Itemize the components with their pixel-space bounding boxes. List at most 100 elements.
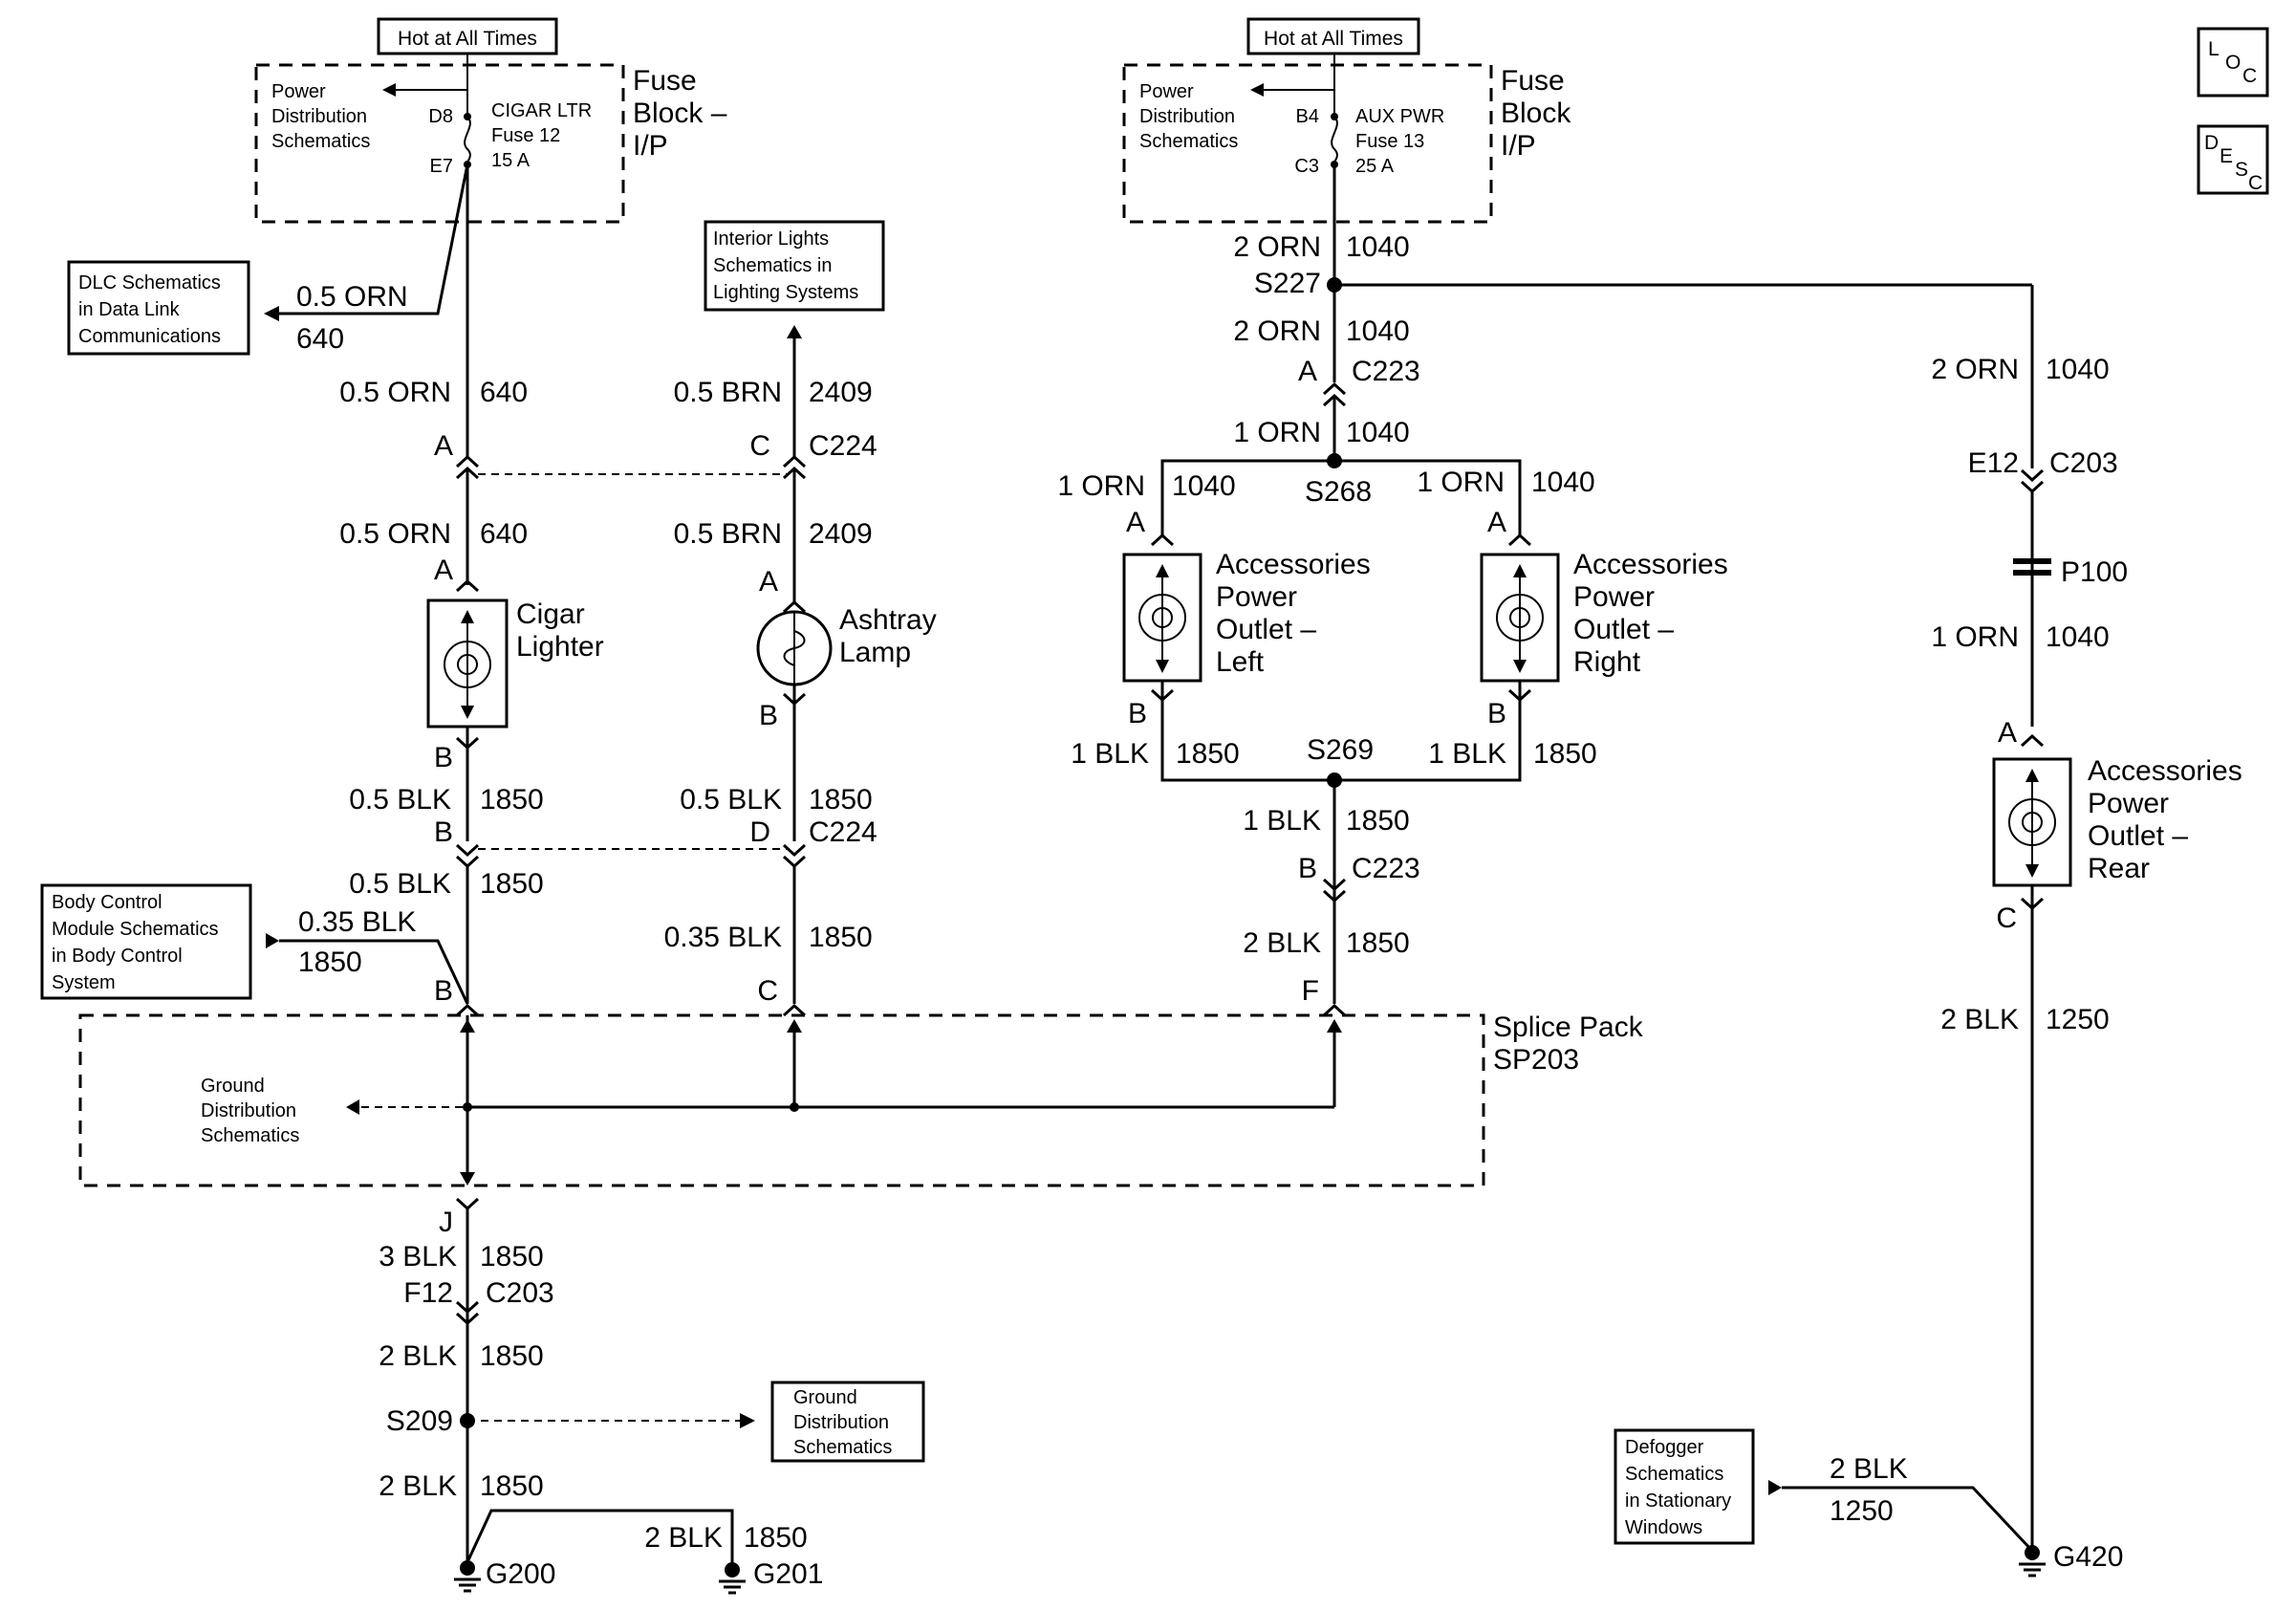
- outlet-rear-label-3: Outlet –: [2088, 820, 2188, 852]
- wire-1850-b-gauge: 0.5 BLK: [349, 868, 451, 900]
- wire-1040-b-circuit: 1040: [1346, 315, 1410, 347]
- right-power-dist-2: Distribution: [1139, 106, 1235, 127]
- defogger-ref-2: Schematics: [1625, 1464, 1723, 1485]
- wire-1850-c-gauge: 0.5 BLK: [680, 784, 782, 816]
- right-fuse-pin-bottom: C3: [1294, 156, 1319, 177]
- bcm-ref-4: System: [52, 972, 116, 993]
- left-hot-label: Hot at All Times: [398, 28, 537, 50]
- wire-1850-left-circuit: 1850: [1176, 738, 1240, 770]
- s209-ground-ref-3: Schematics: [793, 1437, 892, 1458]
- right-fuse-block-outline: [1122, 63, 1493, 224]
- left-fuse-block: Hot at All Times Fuse Block – I/P Power …: [254, 17, 727, 224]
- outlet-left-label-4: Left: [1216, 646, 1265, 678]
- g200-label: G200: [486, 1558, 555, 1590]
- outlet-right-label-1: Accessories: [1573, 549, 1728, 580]
- right-power-dist-1: Power: [1139, 81, 1194, 102]
- c224-pin-c: C: [749, 430, 770, 462]
- wire-1850-left-gauge: 1 BLK: [1071, 738, 1149, 770]
- left-fuse-block-label-2: Block –: [633, 98, 727, 129]
- loc-letter-l: L: [2208, 38, 2220, 60]
- outlet-rear-label-1: Accessories: [2088, 755, 2242, 787]
- dlc-wire-circuit: 640: [296, 323, 344, 355]
- interior-ref-2: Schematics in: [713, 255, 833, 276]
- wire-1850-i-circuit: 1850: [1346, 805, 1410, 837]
- right-power-arrow-icon: [1250, 83, 1264, 97]
- wire-1040-a-circuit: 1040: [1346, 231, 1410, 263]
- loc-letter-o: O: [2225, 52, 2241, 74]
- loc-button[interactable]: L O C: [2197, 27, 2269, 98]
- rear-outlet-pin-a: A: [1998, 717, 2017, 749]
- wire-1850-j-gauge: 2 BLK: [1243, 927, 1321, 959]
- outlet-left-label-3: Outlet –: [1216, 614, 1316, 645]
- g201-label: G201: [753, 1558, 823, 1590]
- wire-1850-a-gauge: 0.5 BLK: [349, 784, 451, 816]
- splice-pack-label-1: Splice Pack: [1493, 1012, 1644, 1043]
- left-fuse-icon: [464, 116, 471, 166]
- c203-label-right: C203: [2049, 447, 2118, 479]
- right-power-dist-3: Schematics: [1139, 131, 1238, 152]
- splice-pack-sp203: Ground Distribution Schematics Splice Pa…: [78, 1003, 1644, 1187]
- wire-640-b-gauge: 0.5 ORN: [339, 518, 451, 550]
- defogger-ref-box: [1614, 1428, 1755, 1545]
- defogger-ref-4: Windows: [1625, 1517, 1702, 1538]
- left-power-dist-1: Power: [271, 81, 326, 102]
- outlet-rear-label-4: Rear: [2088, 853, 2150, 884]
- dlc-wire-gauge: 0.5 ORN: [296, 281, 408, 313]
- wire-2409-b-gauge: 0.5 BRN: [674, 518, 782, 550]
- bcm-reference: Body Control Module Schematics in Body C…: [40, 883, 469, 1005]
- wire-1850-right-gauge: 1 BLK: [1428, 738, 1506, 770]
- dlc-ref-3: Communications: [78, 326, 221, 347]
- desc-letter-d: D: [2204, 132, 2219, 154]
- wire-1850-right-circuit: 1850: [1533, 738, 1597, 770]
- wire-1850-f-gauge: 2 BLK: [379, 1340, 457, 1372]
- cigar-lighter-icon: [444, 641, 491, 688]
- right-fuse-pin-top: B4: [1296, 106, 1319, 127]
- ground-path: J 3 BLK 1850 F12 C203 2 BLK 1850 S209 Gr…: [379, 1197, 925, 1595]
- wire-1040-e-circuit: 1040: [2046, 621, 2110, 653]
- outlet-left-label-2: Power: [1216, 581, 1297, 613]
- outlet-right-icon: [1496, 594, 1544, 642]
- desc-button[interactable]: D E S C: [2197, 124, 2269, 195]
- interior-ref-1: Interior Lights: [713, 228, 829, 250]
- dlc-reference: DLC Schematics in Data Link Communicatio…: [67, 163, 469, 356]
- ashtray-pin-b: B: [759, 700, 778, 731]
- wire-2409-a-gauge: 0.5 BRN: [674, 377, 782, 408]
- wire-640-b-circuit: 640: [480, 518, 528, 550]
- cigar-pin-a: A: [434, 555, 453, 586]
- defogger-ref-1: Defogger: [1625, 1437, 1704, 1458]
- splice-s209-label: S209: [386, 1405, 453, 1437]
- cigar-pin-b: B: [434, 742, 453, 773]
- wire-1040-d-circuit: 1040: [2046, 354, 2110, 385]
- wire-1850-c-circuit: 1850: [809, 784, 873, 816]
- splice-pack-outline: [78, 1013, 1485, 1187]
- wire-640-a-circuit: 640: [480, 377, 528, 408]
- sp-ground-ref-3: Schematics: [201, 1125, 299, 1146]
- cigar-lighter-label-2: Lighter: [516, 631, 604, 663]
- sp-pin-f: F: [1302, 975, 1319, 1007]
- left-fuse-block-label-1: Fuse: [633, 65, 697, 97]
- interior-arrow-icon: [787, 325, 802, 338]
- wire-1040-right-circuit: 1040: [1531, 467, 1595, 498]
- bcm-ref-2: Module Schematics: [52, 919, 219, 940]
- c224-pin-a: A: [434, 430, 453, 462]
- c223-pin-b: B: [1298, 853, 1317, 884]
- sp-pin-b: B: [434, 975, 453, 1007]
- wire-1250-a-circuit: 1250: [2046, 1004, 2110, 1035]
- wire-1850-h-gauge: 2 BLK: [644, 1522, 723, 1554]
- wire-1040-c-gauge: 1 ORN: [1233, 417, 1321, 448]
- left-fuse-block-label-3: I/P: [633, 130, 668, 162]
- left-fuse-block-outline: [254, 63, 625, 224]
- splice-s227-label: S227: [1254, 268, 1321, 299]
- bcm-arrow-icon: [266, 933, 279, 948]
- right-fuse-block-label-2: Block: [1501, 98, 1571, 129]
- p100-passthrough-icon: [2013, 558, 2051, 564]
- right-hot-label: Hot at All Times: [1264, 28, 1403, 50]
- dlc-arrow-icon: [264, 306, 279, 321]
- outlet-left-label-1: Accessories: [1216, 549, 1371, 580]
- splice-pack-label-2: SP203: [1493, 1044, 1579, 1076]
- desc-letter-s: S: [2235, 159, 2248, 181]
- bcm-ref-1: Body Control: [52, 892, 162, 913]
- bcm-wire-circuit: 1850: [298, 946, 362, 978]
- c203-label-left: C203: [486, 1277, 554, 1309]
